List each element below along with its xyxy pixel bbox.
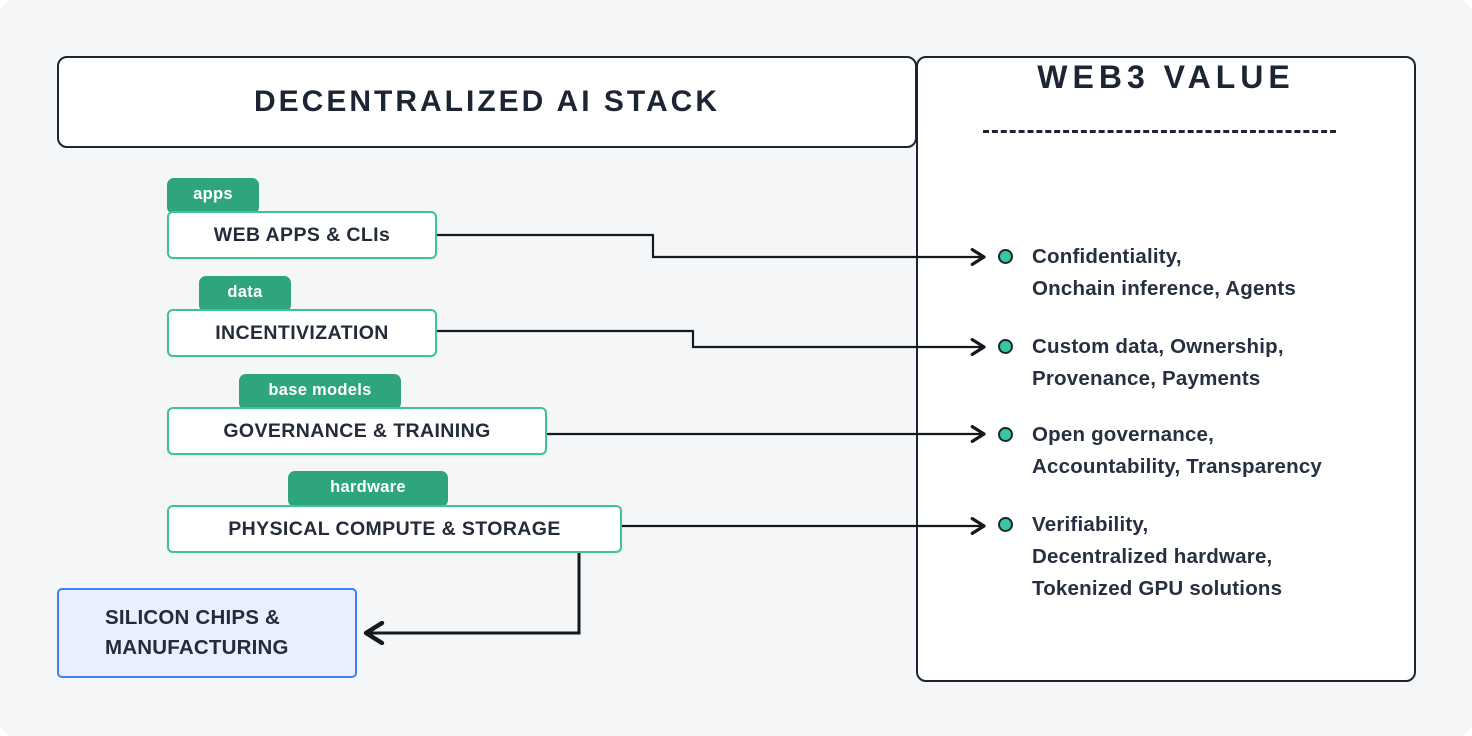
layer-tag-hardware: hardware: [288, 471, 448, 507]
bullet-dot-icon: [998, 517, 1013, 532]
web3-item-open-governance: Open governance, Accountability, Transpa…: [998, 419, 1322, 483]
silicon-chips-box: SILICON CHIPS & MANUFACTURING: [57, 588, 357, 678]
bullet-dot-icon: [998, 339, 1013, 354]
layer-box-web-apps: WEB APPS & CLIs: [167, 211, 437, 259]
arrow-webapps-to-confidentiality: [437, 233, 984, 257]
web3-item-line: Accountability, Transparency: [1032, 455, 1323, 478]
web3-value-title: WEB3 VALUE: [1037, 59, 1295, 95]
arrow-compute-to-silicon-chips: [366, 553, 581, 633]
web3-item-line: Verifiability,: [1032, 513, 1149, 536]
layer-tag-apps: apps: [167, 178, 259, 214]
web3-item-text: Confidentiality, Onchain inference, Agen…: [1032, 241, 1296, 305]
silicon-chips-line: MANUFACTURING: [105, 636, 289, 659]
web3-item-line: Tokenized GPU solutions: [1032, 577, 1283, 600]
web3-item-text: Custom data, Ownership, Provenance, Paym…: [1032, 331, 1284, 395]
web3-item-confidentiality: Confidentiality, Onchain inference, Agen…: [998, 241, 1296, 305]
layer-box-governance-training: GOVERNANCE & TRAINING: [167, 407, 547, 455]
dotted-divider: [983, 130, 1336, 133]
web3-item-line: Decentralized hardware,: [1032, 545, 1273, 568]
web3-item-text: Open governance, Accountability, Transpa…: [1032, 419, 1322, 483]
stack-title-box: DECENTRALIZED AI STACK: [57, 56, 917, 148]
web3-item-line: Provenance, Payments: [1032, 367, 1261, 390]
arrow-incentivization-to-customdata: [437, 329, 984, 347]
layer-tag-data: data: [199, 276, 291, 312]
layer-tag-base-models: base models: [239, 374, 401, 410]
web3-item-line: Confidentiality,: [1032, 245, 1182, 268]
layer-box-physical-compute: PHYSICAL COMPUTE & STORAGE: [167, 505, 622, 553]
web3-item-custom-data: Custom data, Ownership, Provenance, Paym…: [998, 331, 1284, 395]
stack-title: DECENTRALIZED AI STACK: [254, 85, 720, 118]
web3-item-line: Onchain inference, Agents: [1032, 277, 1296, 300]
bullet-dot-icon: [998, 249, 1013, 264]
bullet-dot-icon: [998, 427, 1013, 442]
web3-item-verifiability: Verifiability, Decentralized hardware, T…: [998, 509, 1282, 605]
web3-item-line: Custom data, Ownership,: [1032, 335, 1284, 358]
web3-item-text: Verifiability, Decentralized hardware, T…: [1032, 509, 1282, 605]
web3-value-panel: [916, 56, 1416, 682]
layer-box-incentivization: INCENTIVIZATION: [167, 309, 437, 357]
silicon-chips-line: SILICON CHIPS &: [105, 606, 280, 629]
web3-item-line: Open governance,: [1032, 423, 1215, 446]
